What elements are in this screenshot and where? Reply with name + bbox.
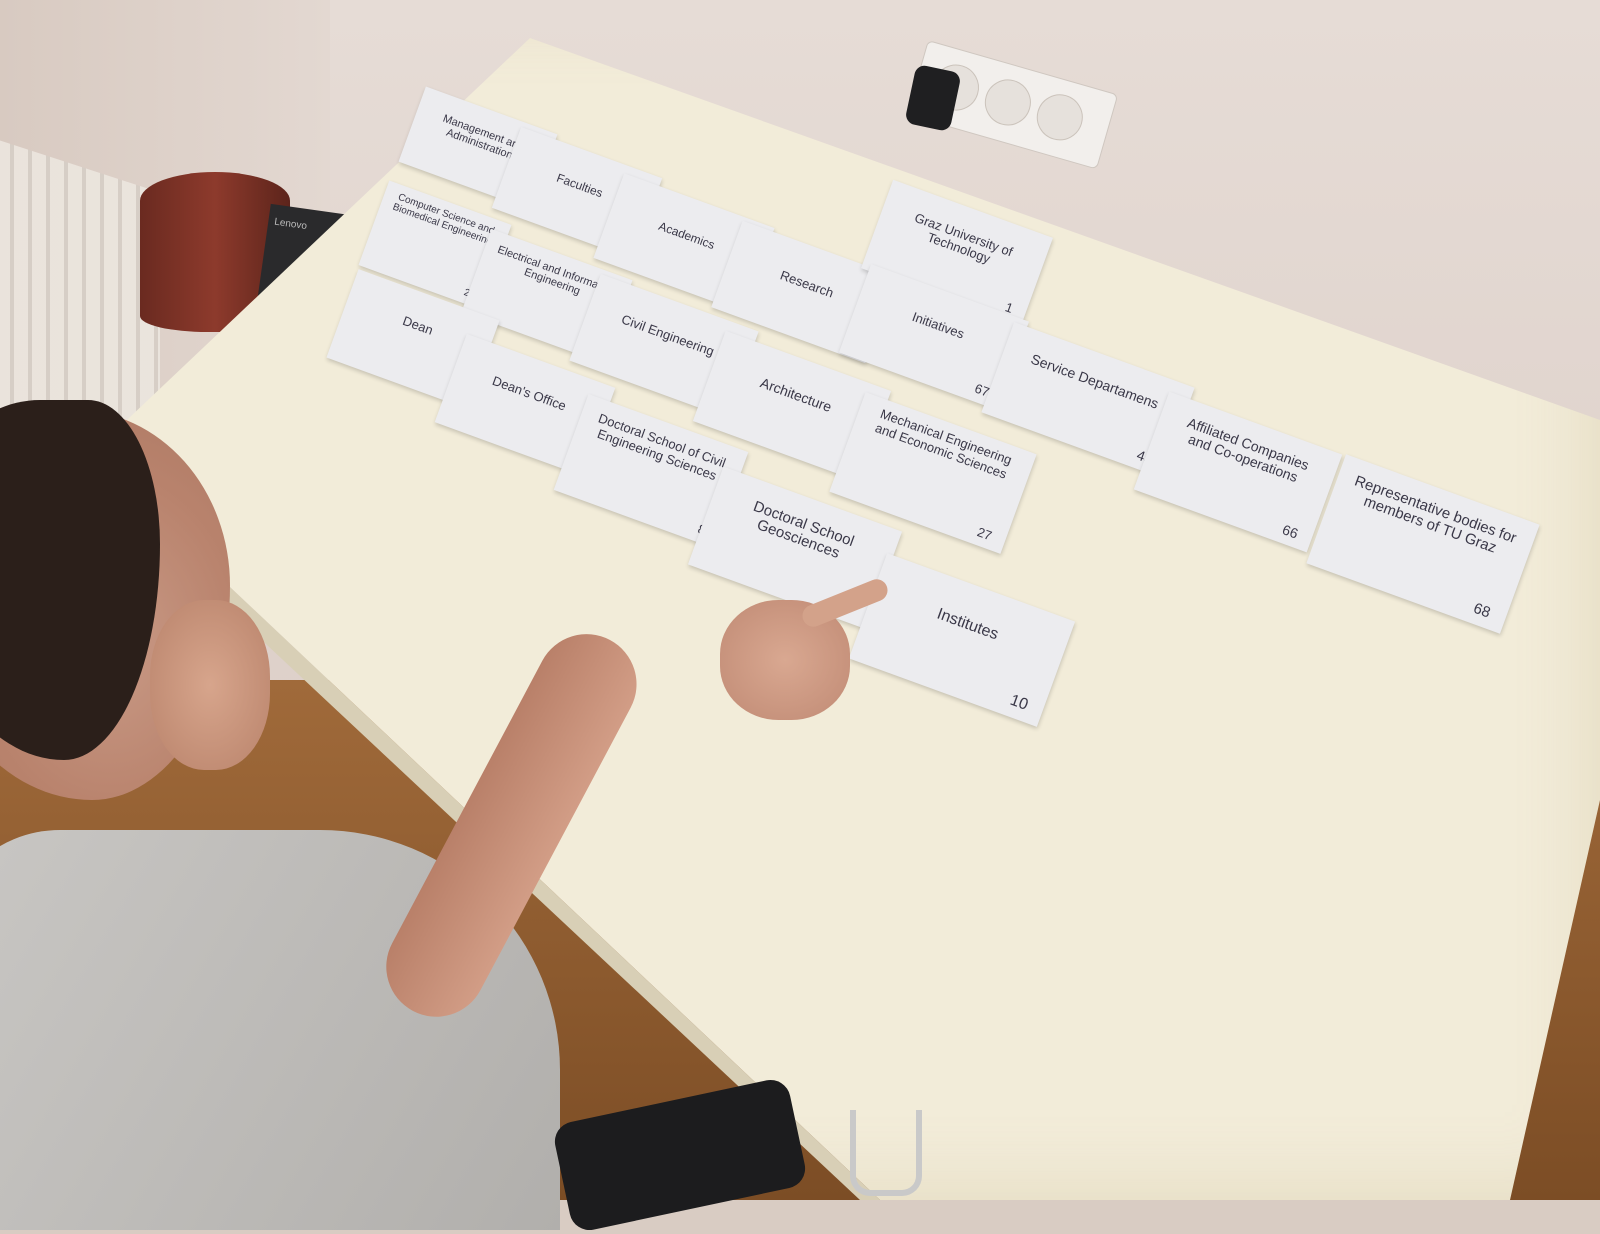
desk-handle <box>850 1110 922 1196</box>
laptop-box-label: Lenovo <box>273 216 308 233</box>
card-label: Research <box>778 267 836 301</box>
power-socket <box>979 73 1037 131</box>
card-label: Dean's Office <box>490 373 569 414</box>
card-number: 10 <box>1007 692 1031 715</box>
person-hand-on-face <box>150 600 270 770</box>
card-number: 27 <box>975 523 995 543</box>
card-label: Dean <box>400 313 436 339</box>
card-number: 68 <box>1471 599 1493 622</box>
card-number: 66 <box>1280 521 1301 542</box>
power-socket <box>1031 88 1089 146</box>
